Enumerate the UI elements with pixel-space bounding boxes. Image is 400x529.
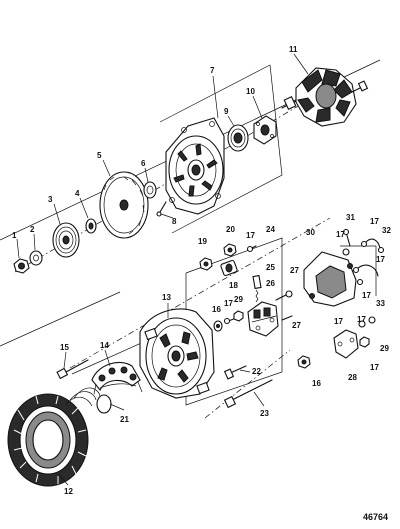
callout-8: 8 (172, 217, 177, 226)
callout-16a: 16 (212, 305, 221, 314)
callout-17h: 17 (357, 315, 366, 324)
screw-17a (246, 245, 257, 253)
washer-16a (213, 320, 223, 332)
screw-27b (281, 315, 293, 321)
brush-holder-26 (247, 301, 279, 337)
stator-12 (7, 387, 101, 487)
callout-33: 33 (376, 299, 385, 308)
callout-15: 15 (60, 343, 69, 352)
rotor-11 (281, 67, 369, 127)
wire-32 (360, 238, 385, 254)
callout-labels: 1 2 3 4 5 6 7 8 9 10 11 12 13 14 15 16 1… (12, 45, 391, 496)
stud-22 (223, 365, 247, 380)
callout-28: 28 (348, 373, 357, 382)
washer-2 (29, 250, 43, 266)
callout-6: 6 (141, 159, 146, 168)
callout-7: 7 (210, 66, 215, 75)
callout-32: 32 (382, 226, 391, 235)
bushing-18 (220, 259, 238, 277)
callout-13: 13 (162, 293, 171, 302)
leader-lines (16, 53, 309, 486)
bolt-23 (223, 379, 273, 409)
strap-28 (333, 329, 359, 359)
callout-31: 31 (346, 213, 355, 222)
callout-23: 23 (260, 409, 269, 418)
callout-29a: 29 (234, 295, 243, 304)
callout-17b: 17 (224, 299, 233, 308)
callout-27b: 27 (292, 321, 301, 330)
axis-bolt (204, 349, 291, 419)
nut-1 (13, 258, 30, 274)
nut-16b (297, 355, 311, 369)
nut-29b (359, 336, 370, 348)
bearing-9 (227, 124, 249, 152)
spacer-4 (85, 218, 97, 234)
callout-29b: 29 (380, 344, 389, 353)
pulley-3 (52, 222, 80, 258)
callout-2: 2 (30, 225, 35, 234)
screw-15 (56, 359, 89, 380)
callout-17c: 17 (336, 230, 345, 239)
brush-25 (252, 274, 262, 303)
housing-13 (139, 308, 215, 399)
collar-6 (143, 181, 157, 199)
callout-25: 25 (266, 263, 275, 272)
callout-24: 24 (266, 225, 275, 234)
screw-31 (342, 228, 351, 247)
rectifier-14 (91, 362, 143, 395)
retainer-10 (253, 115, 277, 145)
terminal-33 (352, 264, 379, 286)
callout-17d: 17 (370, 217, 379, 226)
callout-16b: 16 (312, 379, 321, 388)
screw-17g (368, 316, 376, 324)
callout-10: 10 (246, 87, 255, 96)
nut-17c (342, 248, 350, 256)
callout-14: 14 (100, 341, 109, 350)
callout-17a: 17 (246, 231, 255, 240)
callout-3: 3 (48, 195, 53, 204)
callout-30: 30 (306, 228, 315, 237)
housing-7 (165, 117, 225, 215)
callout-4: 4 (75, 189, 80, 198)
callout-1: 1 (12, 231, 17, 240)
regulator-30 (303, 251, 357, 307)
callout-20: 20 (226, 225, 235, 234)
oring-21 (96, 394, 112, 414)
callout-17i: 17 (370, 363, 379, 372)
callout-19: 19 (198, 237, 207, 246)
reference-number: 46764 (363, 512, 388, 522)
screw-27a (275, 290, 293, 301)
callout-5: 5 (97, 151, 102, 160)
callout-17g: 17 (334, 317, 343, 326)
frame-33 (340, 245, 377, 296)
screw-17f (358, 320, 366, 328)
callout-12: 12 (64, 487, 73, 496)
nut-19 (199, 257, 213, 271)
callout-22: 22 (252, 367, 261, 376)
callout-27a: 27 (290, 266, 299, 275)
nut-29a (233, 310, 244, 322)
callout-18: 18 (229, 281, 238, 290)
callout-17f: 17 (362, 291, 371, 300)
callout-11: 11 (289, 45, 298, 54)
fan-5 (99, 171, 149, 239)
callout-26: 26 (266, 279, 275, 288)
nut-20 (223, 243, 237, 257)
callout-21: 21 (120, 415, 129, 424)
callout-9: 9 (224, 107, 229, 116)
callout-17e: 17 (376, 255, 385, 264)
axis-rear (69, 217, 331, 369)
divider-left (0, 291, 121, 347)
